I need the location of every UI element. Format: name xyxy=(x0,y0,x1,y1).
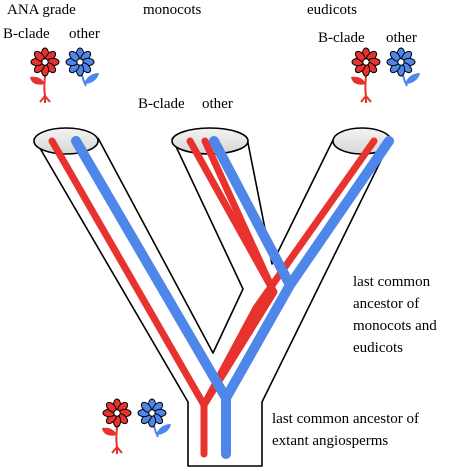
label-eudicots: eudicots xyxy=(307,2,357,18)
flower-ana-other xyxy=(65,47,100,87)
bclade-gene-lineage xyxy=(48,137,378,458)
species-tree-outline xyxy=(33,137,392,467)
annotation-lca-angio-line1: last common ancestor of xyxy=(272,411,420,427)
flower-ana-bclade xyxy=(29,47,60,104)
label-ana-other: other xyxy=(69,26,100,42)
flower-eudi-bclade xyxy=(350,47,381,104)
label-mono-bclade: B-clade xyxy=(138,96,185,112)
label-ana-bclade: B-clade xyxy=(3,26,50,42)
annotation-lca-mono-eudi-line2: ancestor of xyxy=(353,296,420,312)
label-mono-other: other xyxy=(202,96,233,112)
flower-eudi-other xyxy=(386,47,421,87)
label-eudi-other: other xyxy=(386,30,417,46)
tube-top-left xyxy=(33,127,99,155)
flower-ancestor-other xyxy=(137,398,172,438)
label-eudi-bclade: B-clade xyxy=(318,30,365,46)
annotation-lca-angio-line2: extant angiosperms xyxy=(272,433,389,449)
annotation-lca-mono-eudi-line1: last common xyxy=(353,274,431,290)
flower-ancestor-bclade xyxy=(101,398,132,455)
other-gene-lineage xyxy=(71,136,394,459)
label-monocots: monocots xyxy=(143,2,202,18)
annotation-lca-mono-eudi-line3: monocots and xyxy=(353,318,437,334)
label-ana-grade: ANA grade xyxy=(7,2,76,18)
annotation-lca-mono-eudi-line4: eudicots xyxy=(353,340,403,356)
